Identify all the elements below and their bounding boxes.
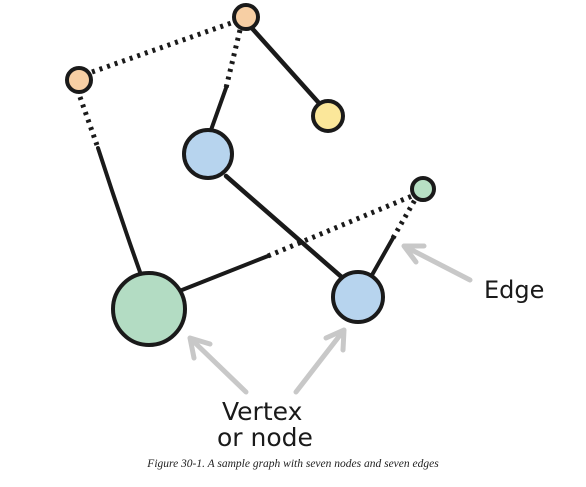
edge-leftnode-to-bignode (96, 146, 142, 274)
edge-leftnode-to-topnode-dashed (91, 19, 235, 75)
node-green-big (111, 271, 187, 347)
edge-topnode-to-bluenode (209, 86, 228, 132)
vertex-arrow-left (187, 335, 249, 395)
edge-bignode-to-greensmall-solid (180, 254, 270, 292)
vertex-arrow-right (293, 327, 347, 395)
edge-topnode-to-yellow (247, 23, 330, 115)
edge-bignode-to-greensmall-dashed (267, 193, 413, 259)
label-edge: Edge (484, 276, 544, 304)
arrows (187, 243, 473, 395)
edge-bluelower-to-greensmall-solid (370, 236, 395, 277)
edge-topnode-down-dashed (223, 29, 243, 89)
figure-caption: Figure 30-1. A sample graph with seven n… (147, 458, 439, 470)
edge-bluenode-to-bluelower (223, 173, 348, 283)
edges (77, 19, 419, 292)
label-vertex-line1: Vertex (222, 397, 302, 426)
node-blue-upper (182, 128, 234, 180)
node-yellow (311, 99, 345, 133)
edge-leftnode-down-dashed (77, 96, 101, 149)
label-vertex-line2: or node (217, 423, 313, 452)
nodes (65, 3, 436, 347)
node-peach-top (232, 3, 260, 31)
edge-arrow (401, 243, 473, 283)
node-peach-left (65, 66, 93, 94)
node-blue-lower (331, 270, 385, 324)
node-green-small (410, 176, 436, 202)
